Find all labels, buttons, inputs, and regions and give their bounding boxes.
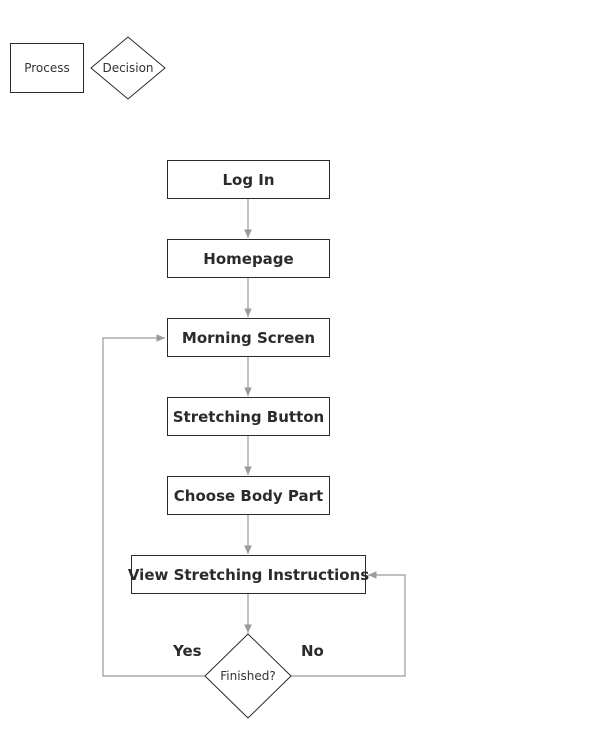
- branch-no-label: No: [301, 642, 324, 660]
- legend-process-box: Process: [10, 43, 84, 93]
- node-homepage-label: Homepage: [203, 249, 294, 268]
- node-choose-body-part: Choose Body Part: [167, 476, 330, 515]
- node-view-stretching-instructions: View Stretching Instructions: [127, 555, 370, 594]
- arrow-yes-loop: [102, 334, 206, 677]
- node-morning-screen-label: Morning Screen: [181, 328, 316, 347]
- node-view-stretching-instructions-label: View Stretching Instructions: [127, 565, 370, 584]
- node-log-in: Log In: [167, 160, 330, 199]
- arrow-no-loop: [290, 571, 406, 677]
- node-finished-label: Finished?: [220, 669, 276, 683]
- branch-yes-label: Yes: [173, 642, 202, 660]
- node-stretching-button: Stretching Button: [167, 397, 330, 436]
- node-log-in-label: Log In: [222, 170, 275, 189]
- legend-decision-shape: [90, 36, 166, 100]
- finished-decision-shape: [204, 633, 292, 719]
- node-stretching-button-label: Stretching Button: [172, 407, 325, 426]
- node-choose-body-part-label: Choose Body Part: [173, 486, 324, 505]
- legend-process-label: Process: [24, 61, 70, 75]
- node-morning-screen: Morning Screen: [167, 318, 330, 357]
- node-homepage: Homepage: [167, 239, 330, 278]
- legend-decision-label: Decision: [102, 61, 154, 75]
